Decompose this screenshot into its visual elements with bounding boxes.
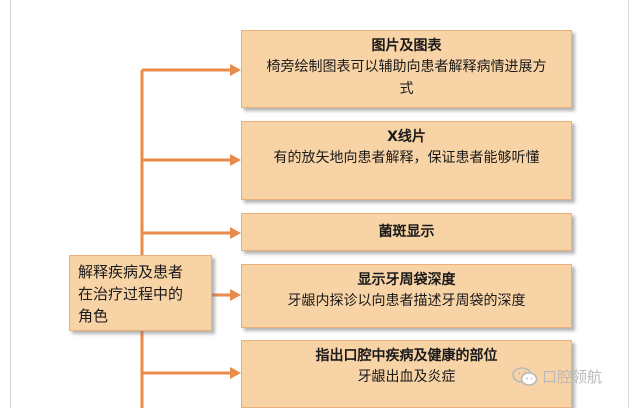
arrowhead-2 — [230, 154, 241, 166]
central-topic-line-1: 解释疾病及患者 — [78, 263, 184, 281]
arrowhead-4 — [230, 289, 241, 301]
watermark: 口腔领航 — [512, 366, 602, 387]
box-title: X线片 — [387, 129, 426, 145]
central-topic-line-3: 角色 — [78, 307, 109, 325]
box-disease-sites: 指出口腔中疾病及健康的部位 牙龈出血及炎症 — [241, 340, 572, 408]
central-topic-line-2: 在治疗过程中的 — [78, 285, 184, 303]
box-xray: X线片 有的放矢地向患者解释，保证患者能够听懂 — [241, 121, 572, 200]
box-description: 椅旁绘制图表可以辅助向患者解释病情进展方式 — [266, 59, 547, 97]
figure-frame — [10, 0, 629, 408]
box-charts: 图片及图表 椅旁绘制图表可以辅助向患者解释病情进展方式 — [241, 30, 572, 108]
box-title: 显示牙周袋深度 — [357, 272, 456, 288]
arrowhead-3 — [230, 227, 241, 239]
box-title: 菌斑显示 — [378, 224, 435, 240]
box-title: 指出口腔中疾病及健康的部位 — [315, 348, 498, 364]
wechat-icon — [512, 366, 538, 386]
central-topic-box: 解释疾病及患者 在治疗过程中的 角色 — [69, 255, 212, 331]
box-title: 图片及图表 — [371, 38, 442, 54]
box-pocket-depth: 显示牙周袋深度 牙龈内探诊以向患者描述牙周袋的深度 — [241, 264, 572, 328]
box-description: 牙龈出血及炎症 — [357, 369, 456, 385]
watermark-text: 口腔领航 — [542, 368, 603, 386]
box-description: 牙龈内探诊以向患者描述牙周袋的深度 — [287, 293, 526, 309]
box-plaque-display: 菌斑显示 — [241, 213, 572, 251]
arrowhead-5 — [230, 367, 241, 379]
arrowhead-1 — [230, 64, 241, 76]
box-description: 有的放矢地向患者解释，保证患者能够听懂 — [273, 150, 540, 166]
